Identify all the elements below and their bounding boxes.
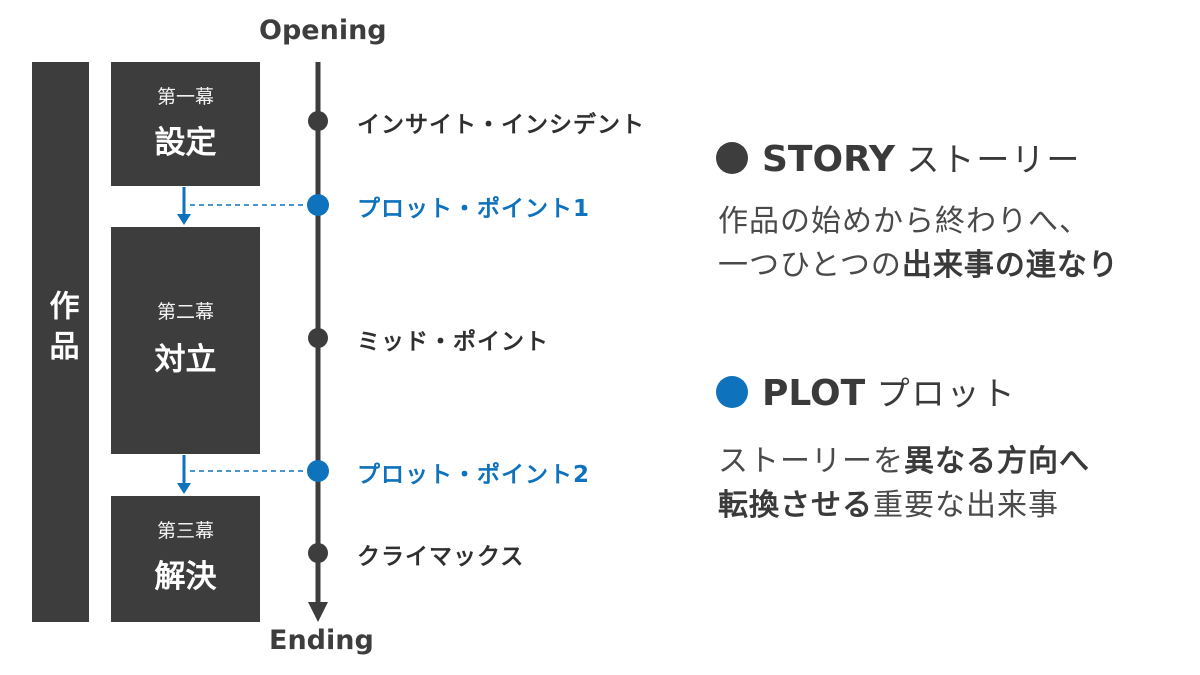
story-title-en: STORY	[762, 139, 895, 180]
act-1-name: 設定	[154, 125, 217, 161]
act-3-name: 解決	[154, 559, 217, 595]
act-1-number: 第一幕	[156, 86, 214, 108]
plot-desc-line-2-plain: 重要な出来事	[873, 488, 1059, 523]
timeline-end-label: Ending	[269, 625, 374, 656]
event-dot-plot-point-2	[307, 460, 329, 482]
act-3-box: 第三幕 解決	[111, 496, 260, 622]
story-desc-line-2: 一つひとつの出来事の連なり	[718, 244, 1119, 288]
act-3-number: 第三幕	[156, 520, 214, 542]
timeline-arrowhead	[308, 602, 328, 622]
story-desc-line-2-plain: 一つひとつの	[718, 248, 902, 283]
event-dot-inciting-incident	[308, 111, 328, 131]
act-1-to-2-arrowhead	[177, 214, 191, 225]
event-label-plot-point-1: プロット・ポイント1	[357, 196, 591, 222]
work-bar	[32, 62, 89, 622]
plot-dot-icon	[716, 376, 748, 408]
plot-desc-line-2: 転換させる重要な出来事	[718, 484, 1090, 528]
plot-desc-line-1-bold: 異なる方向へ	[904, 444, 1090, 479]
plot-desc-line-2-bold: 転換させる	[718, 488, 873, 523]
plot-description: ストーリーを異なる方向へ 転換させる重要な出来事	[718, 440, 1090, 528]
plot-desc-line-1: ストーリーを異なる方向へ	[718, 440, 1090, 484]
work-label: 作品	[32, 290, 89, 382]
act-2-box: 第二幕 対立	[111, 227, 260, 454]
plot-title-jp: プロット	[876, 374, 1017, 413]
event-dot-plot-point-1	[307, 194, 329, 216]
event-label-plot-point-2: プロット・ポイント2	[357, 462, 591, 488]
event-label-climax: クライマックス	[357, 544, 525, 570]
act-1-box: 第一幕 設定	[111, 62, 260, 186]
story-description: 作品の始めから終わりへ、 一つひとつの出来事の連なり	[718, 200, 1119, 288]
plot-desc-line-1-plain: ストーリーを	[718, 444, 904, 479]
timeline-start-label: Opening	[259, 15, 387, 46]
story-dot-icon	[716, 142, 748, 174]
story-title-jp: ストーリー	[906, 140, 1082, 179]
work-label-text: 作品	[43, 290, 79, 370]
plot-title-en: PLOT	[762, 373, 866, 414]
act-2-to-3-arrowhead	[177, 483, 191, 494]
event-dot-climax	[308, 543, 328, 563]
event-label-midpoint: ミッド・ポイント	[357, 329, 549, 355]
event-dot-midpoint	[308, 328, 328, 348]
story-heading: STORY ストーリー	[716, 133, 1081, 181]
act-2-name: 対立	[154, 342, 217, 378]
story-desc-line-2-bold: 出来事の連なり	[901, 248, 1119, 283]
story-desc-line-1: 作品の始めから終わりへ、	[718, 204, 1090, 239]
event-label-inciting-incident: インサイト・インシデント	[357, 112, 645, 138]
act-2-number: 第二幕	[156, 301, 214, 323]
plot-heading: PLOT プロット	[716, 367, 1017, 415]
